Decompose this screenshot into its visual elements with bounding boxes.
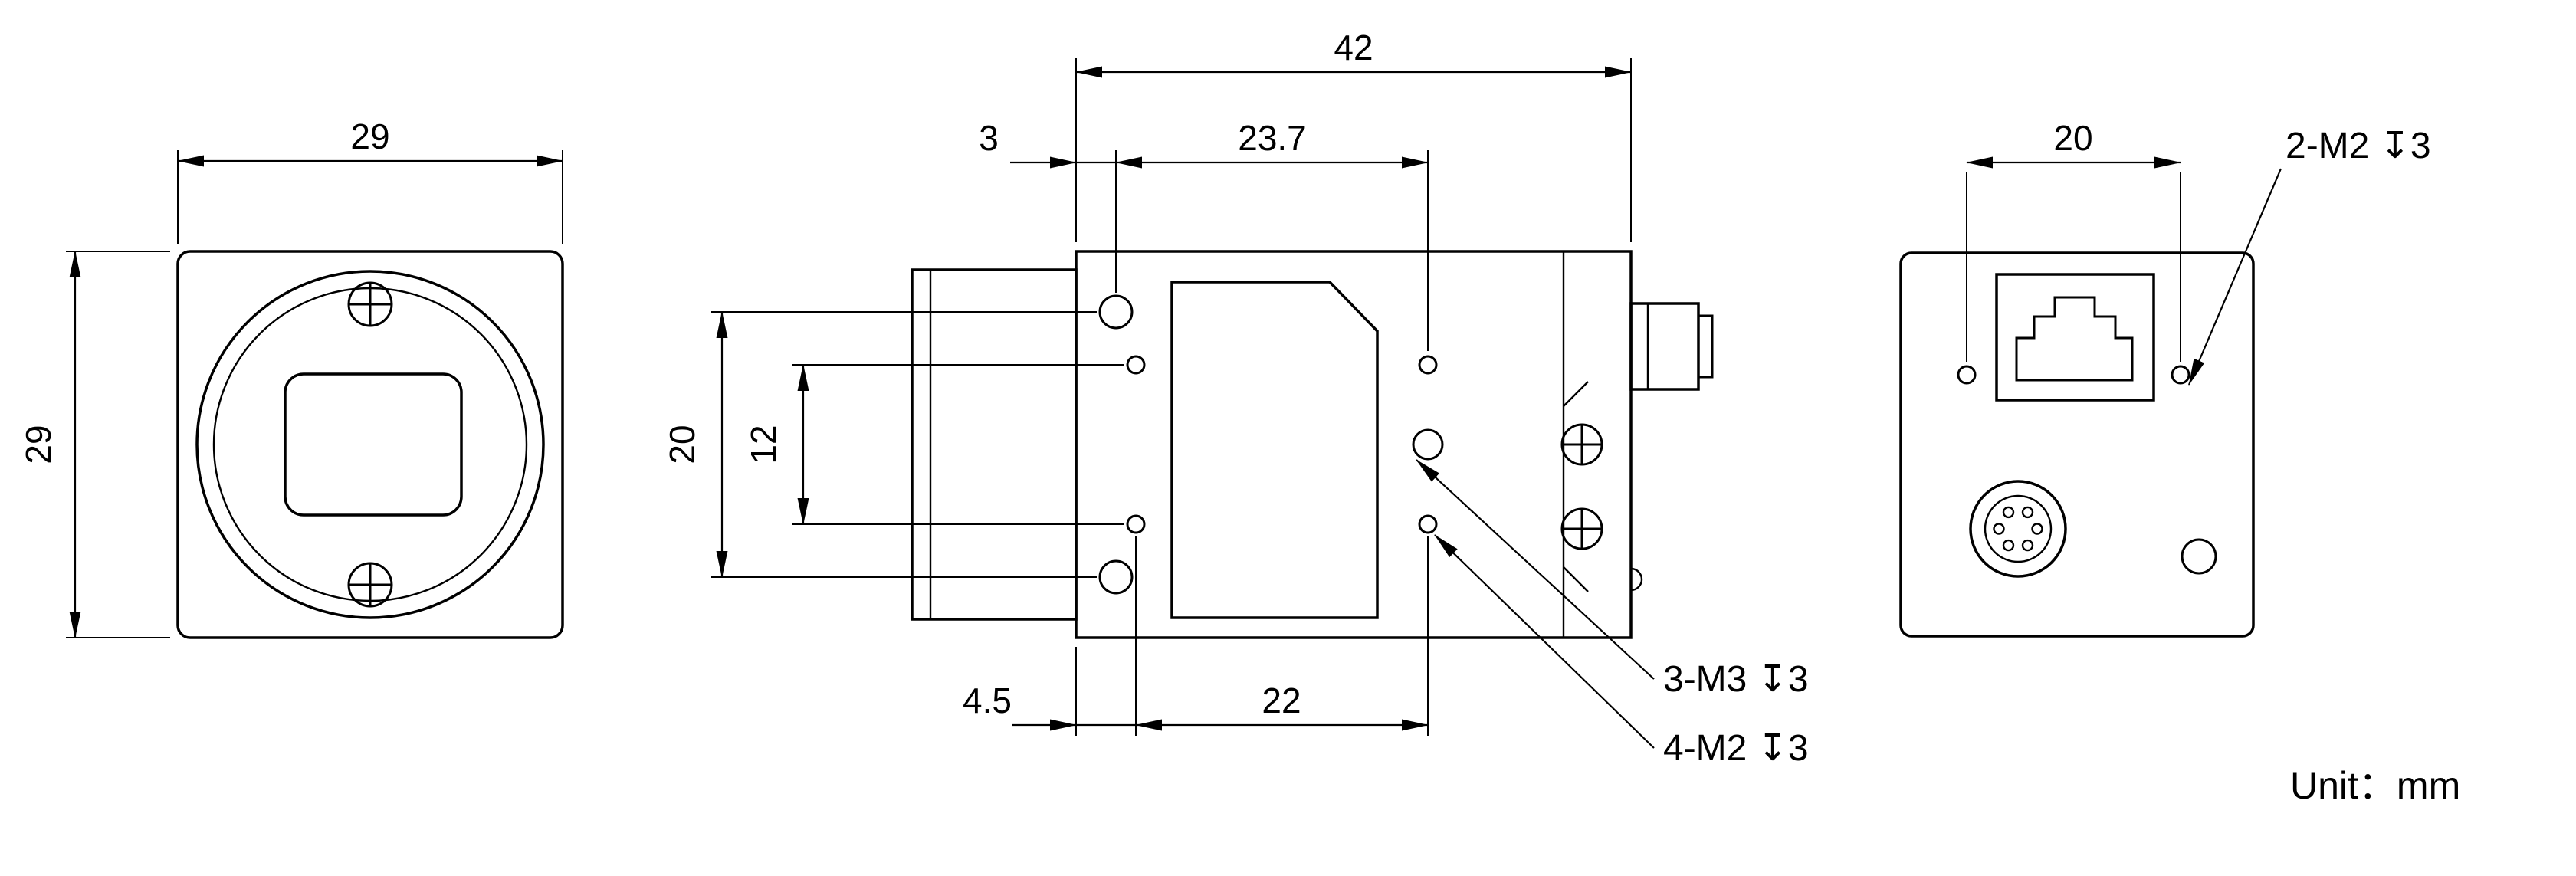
- callout-m2-label: 4-M2 ↧3: [1663, 728, 1809, 769]
- callout-rear-m2-label: 2-M2 ↧3: [2286, 126, 2431, 166]
- dim-front-width: 29: [176, 116, 564, 244]
- m2-hole-upper-left: [1126, 355, 1146, 375]
- dim-side-top: 3 23.7: [979, 118, 1429, 351]
- seam-chamfer-top: [1563, 381, 1589, 407]
- dim-front-height-label: 29: [18, 425, 58, 464]
- lens-barrel: [911, 268, 1078, 621]
- dim-side-vertical-inner: 12: [743, 363, 1124, 526]
- side-screw-top: [1560, 423, 1603, 466]
- power-io-connector: [1969, 480, 2067, 578]
- front-body-outline: [176, 250, 564, 639]
- side-edge-bump: [1630, 567, 1643, 592]
- rear-m2-hole-right: [2171, 365, 2190, 385]
- lens-mount-outer-circle: [195, 270, 545, 619]
- dim-side-bottom: 4.5 22: [963, 536, 1429, 736]
- dim-rear-hole-span: 20: [1965, 118, 2182, 362]
- m3-hole-top-left: [1098, 294, 1134, 330]
- dim-side-vertical-outer: 20: [662, 310, 1097, 579]
- dim-side-top-span-label: 23.7: [1238, 118, 1307, 158]
- side-body-outline: [1075, 250, 1633, 639]
- seam-chamfer-bottom: [1563, 566, 1589, 592]
- m3-hole-center: [1412, 428, 1444, 461]
- dim-rear-hole-span-label: 20: [2053, 118, 2092, 158]
- front-screw-top: [347, 281, 393, 327]
- side-screw-bottom: [1560, 507, 1603, 550]
- dim-front-width-label: 29: [350, 116, 389, 156]
- dim-side-top-offset-label: 3: [979, 118, 999, 158]
- sensor-window: [284, 372, 463, 517]
- dim-front-height: 29: [18, 250, 170, 639]
- callout-m3: 3-M3 ↧3: [1416, 459, 1809, 700]
- ethernet-port: [1995, 273, 2155, 402]
- lens-mount-inner-circle: [212, 287, 528, 602]
- rear-m2-hole-left: [1957, 365, 1977, 385]
- dim-side-total-width: 42: [1075, 28, 1633, 242]
- front-screw-bottom: [347, 562, 393, 608]
- m2-hole-lower-left: [1126, 514, 1146, 534]
- rear-indicator-hole: [2181, 538, 2217, 575]
- dim-side-bottom-offset-label: 4.5: [963, 681, 1012, 720]
- front-view: 29 29: [18, 116, 564, 639]
- callout-m2: 4-M2 ↧3: [1434, 534, 1809, 769]
- rear-view: 20 2-M2 ↧3: [1899, 118, 2431, 638]
- dim-side-vertical-inner-label: 12: [743, 425, 783, 464]
- dim-side-bottom-span-label: 22: [1262, 681, 1301, 720]
- callout-rear-m2: 2-M2 ↧3: [2187, 126, 2431, 386]
- unit-note: Unit：mm: [2290, 764, 2460, 807]
- rear-body-outline: [1899, 251, 2255, 638]
- rear-connector-plug: [1629, 302, 1714, 391]
- m2-hole-lower-right: [1418, 514, 1438, 534]
- label-plate: [1170, 281, 1379, 619]
- callout-m3-label: 3-M3 ↧3: [1663, 659, 1809, 700]
- dim-side-vertical-outer-label: 20: [662, 425, 702, 464]
- m3-hole-bottom-left: [1098, 559, 1134, 595]
- dim-side-total-label: 42: [1334, 28, 1373, 67]
- m2-hole-upper-right: [1418, 355, 1438, 375]
- side-view: 42 3 23.7 20 12: [662, 28, 1809, 769]
